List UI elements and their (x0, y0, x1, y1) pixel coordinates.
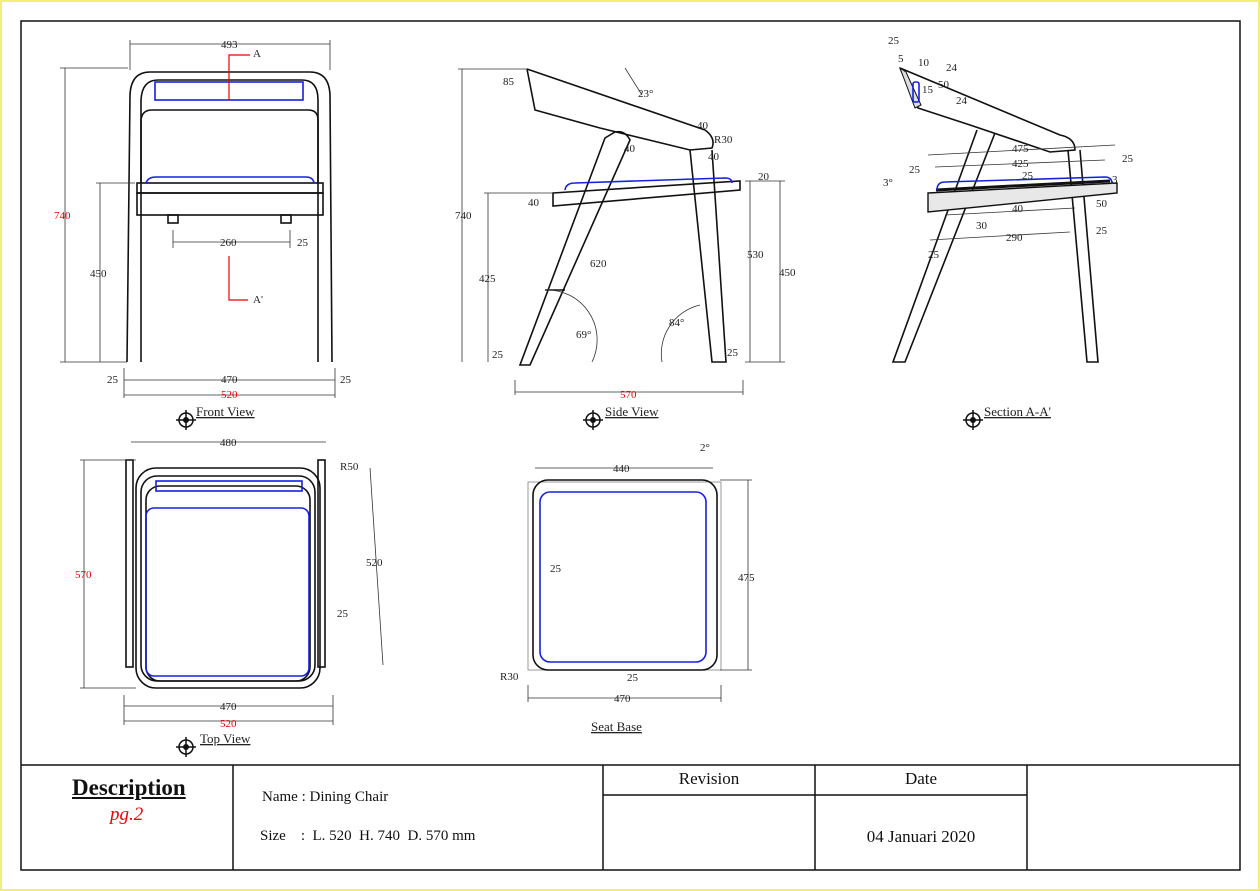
dim: 260 (220, 237, 237, 249)
section-view-label: Section A-A' (984, 404, 1051, 419)
side-view-label: Side View (605, 404, 659, 419)
dim: 25 (340, 374, 352, 386)
dim: 25 (297, 237, 309, 249)
sheet-border (20, 20, 1241, 871)
dim: 475 (738, 572, 755, 584)
dim: 470 (614, 693, 631, 705)
dim: 20 (758, 171, 770, 183)
seat-base-view: 2° 440 475 25 R30 25 470 Seat Base (500, 442, 755, 734)
dim: 480 (220, 437, 237, 449)
dim: 25 (909, 164, 921, 176)
dim: 520 (221, 389, 238, 401)
dim: 740 (54, 210, 71, 222)
top-view: 480 R50 570 520 25 470 520 Top View (75, 437, 384, 757)
dim: 50 (1096, 198, 1108, 210)
dim: 470 (220, 701, 237, 713)
dim: 24 (946, 62, 958, 74)
dim: 493 (221, 39, 238, 51)
dim: 3 (1112, 174, 1118, 186)
dim: R30 (714, 134, 733, 146)
dim: 25 (928, 249, 940, 261)
dim: 450 (90, 268, 107, 280)
dim: 440 (613, 463, 630, 475)
dim: 2° (700, 442, 710, 454)
dim: 40 (624, 143, 636, 155)
dim: 50 (938, 79, 950, 91)
dim: 470 (221, 374, 238, 386)
dim: 10 (918, 57, 930, 69)
dim: 25 (888, 35, 900, 47)
seat-base-label: Seat Base (591, 719, 642, 734)
dim: 85 (503, 76, 515, 88)
dim: 25 (627, 672, 639, 684)
dim: 25 (1096, 225, 1108, 237)
dim: 40 (697, 120, 709, 132)
section-marker-a2: A' (253, 294, 263, 306)
dim: 25 (550, 563, 562, 575)
top-view-label: Top View (200, 731, 251, 746)
dim: 25 (337, 608, 349, 620)
dim: 570 (75, 569, 92, 581)
dim: 740 (455, 210, 472, 222)
revision-header: Revision (678, 769, 740, 788)
date-value: 04 Januari 2020 (866, 827, 976, 846)
dim: 15 (922, 84, 934, 96)
front-view: A A' 493 740 450 260 25 25 470 25 520 Fr… (54, 39, 352, 430)
dim: 425 (479, 273, 496, 285)
dim: 25 (727, 347, 739, 359)
page-number: pg.2 (110, 804, 144, 825)
dim: 530 (747, 249, 764, 261)
description-heading: Description (72, 775, 186, 800)
dim: 40 (708, 151, 720, 163)
dim: 25 (1122, 153, 1134, 165)
section-marker-a: A (253, 48, 261, 60)
dim: 3° (883, 177, 893, 189)
date-header: Date (904, 769, 938, 788)
dim: 84° (669, 317, 684, 329)
dim: 520 (366, 557, 383, 569)
dim: 25 (107, 374, 119, 386)
dim: 475 (1012, 143, 1029, 155)
dim: R50 (340, 461, 359, 473)
dim: 620 (590, 258, 607, 270)
dim: 40 (528, 197, 540, 209)
dim: R30 (500, 671, 519, 683)
dim: 25 (492, 349, 504, 361)
dim: 425 (1012, 158, 1029, 170)
dim: 570 (620, 389, 637, 401)
dim: 5 (898, 53, 904, 65)
dim: 40 (1012, 203, 1024, 215)
dim: 69° (576, 329, 591, 341)
dim: 450 (779, 267, 796, 279)
dim: 25 (1022, 170, 1034, 182)
front-view-label: Front View (196, 404, 255, 419)
dim: 520 (220, 718, 237, 730)
side-view: 85 23° 40 R30 40 40 740 40 20 620 530 45… (455, 67, 796, 430)
dim: 290 (1006, 232, 1023, 244)
drawing-name: Name : Dining Chair (262, 789, 389, 805)
dim: 23° (638, 88, 653, 100)
dim: 30 (976, 220, 988, 232)
drawing-size: Size : L. 520 H. 740 D. 570 mm (260, 828, 476, 844)
title-block (21, 764, 1240, 870)
dim: 24 (956, 95, 968, 107)
section-view: 25 5 10 24 15 50 24 475 425 25 25 25 3° … (883, 35, 1134, 430)
